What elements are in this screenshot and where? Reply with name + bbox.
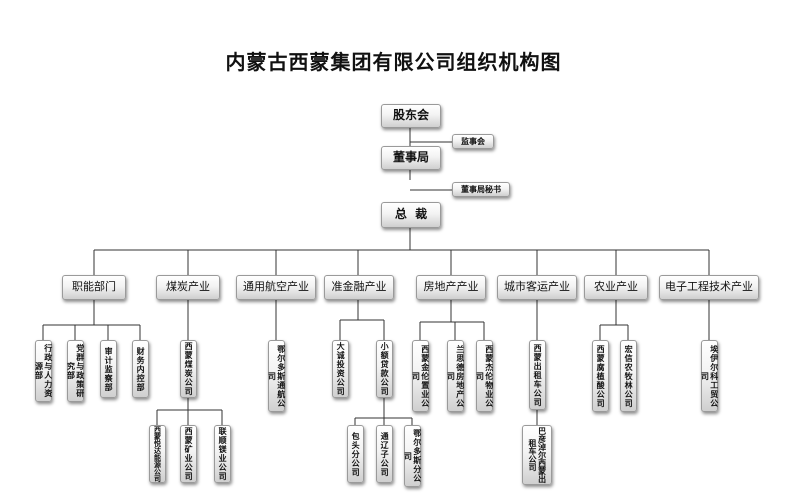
subunit-label: 巴彦淖尔西蒙出租车公司 <box>528 427 547 483</box>
board-secretary-label: 董事局秘书 <box>461 184 501 194</box>
unit-label: 埃伊尔科工贸公司 <box>700 344 719 408</box>
division-label: 通用航空产业 <box>243 280 309 294</box>
president-label: 总 裁 <box>394 207 428 222</box>
unit-label: 西蒙腐植酸公司 <box>596 344 606 408</box>
division-coal: 煤炭产业 <box>156 275 220 300</box>
division-functional: 职能部门 <box>62 275 126 300</box>
unit-label: 西蒙煤炭公司 <box>184 342 194 396</box>
division-label: 准金融产业 <box>331 280 387 294</box>
unit-label: 宏信农牧林公司 <box>624 344 634 408</box>
division-label: 职能部门 <box>72 280 116 294</box>
unit-box: 西蒙腐植酸公司 <box>592 340 609 412</box>
unit-label: 审计监察部 <box>104 346 114 392</box>
unit-box: 大诚投资公司 <box>332 340 349 398</box>
board-box: 董事局 <box>381 146 441 170</box>
subunit-box: 通辽子公司 <box>376 425 393 483</box>
unit-box: 西蒙杰伦物业公司 <box>475 340 494 412</box>
unit-box: 西蒙煤炭公司 <box>180 340 197 398</box>
supervisors-box: 监事会 <box>452 134 494 149</box>
unit-box: 鄂尔多斯通航公司 <box>267 340 286 412</box>
division-label: 煤炭产业 <box>166 280 210 294</box>
unit-label: 西蒙金伦置业公司 <box>411 344 430 408</box>
division-label: 城市客运产业 <box>504 280 570 294</box>
division-electronics: 电子工程技术产业 <box>659 275 759 300</box>
unit-label: 行政与人力资源部 <box>34 344 53 398</box>
division-transport: 城市客运产业 <box>497 275 577 300</box>
division-label: 电子工程技术产业 <box>665 280 753 294</box>
division-agriculture: 农业产业 <box>584 275 648 300</box>
subunit-box: 包头分公司 <box>347 425 364 483</box>
president-box: 总 裁 <box>381 202 441 228</box>
unit-box: 审计监察部 <box>100 340 117 398</box>
subunit-label: 西蒙矿业公司 <box>184 427 194 481</box>
unit-box: 西蒙金伦置业公司 <box>411 340 430 412</box>
board-secretary-box: 董事局秘书 <box>452 182 510 197</box>
shareholders-label: 股东会 <box>392 108 429 123</box>
supervisors-label: 监事会 <box>461 136 485 146</box>
board-label: 董事局 <box>392 150 429 165</box>
division-label: 农业产业 <box>594 280 638 294</box>
unit-label: 党群与政策研究部 <box>66 344 85 398</box>
subunit-label: 西蒙悦达能源公司 <box>153 426 162 482</box>
subunit-box: 联顺镁业公司 <box>214 425 231 483</box>
shareholders-box: 股东会 <box>381 104 441 128</box>
subunit-box: 鄂尔多斯分公司 <box>403 425 422 487</box>
unit-box: 埃伊尔科工贸公司 <box>700 340 719 412</box>
subunit-box: 巴彦淖尔西蒙出租车公司 <box>522 425 552 485</box>
unit-label: 大诚投资公司 <box>336 342 346 396</box>
subunit-label: 通辽子公司 <box>380 431 390 477</box>
unit-box: 行政与人力资源部 <box>34 340 53 402</box>
unit-label: 兰思德房地产公司 <box>446 344 465 408</box>
unit-box: 宏信农牧林公司 <box>620 340 637 412</box>
unit-box: 党群与政策研究部 <box>66 340 85 402</box>
unit-box: 财务内控部 <box>132 340 149 398</box>
unit-label: 西蒙杰伦物业公司 <box>475 344 494 408</box>
subunit-box: 西蒙矿业公司 <box>180 425 197 483</box>
unit-label: 鄂尔多斯通航公司 <box>267 344 286 408</box>
unit-box: 兰思德房地产公司 <box>446 340 465 412</box>
unit-label: 西蒙出租车公司 <box>533 343 543 407</box>
division-label: 房地产产业 <box>423 280 479 294</box>
subunit-label: 联顺镁业公司 <box>218 427 228 481</box>
division-aviation: 通用航空产业 <box>236 275 316 300</box>
unit-label: 小额贷款公司 <box>380 342 390 396</box>
unit-box: 西蒙出租车公司 <box>529 340 546 410</box>
unit-box: 小额贷款公司 <box>376 340 393 398</box>
subunit-label: 鄂尔多斯分公司 <box>403 429 422 483</box>
unit-label: 财务内控部 <box>136 346 146 392</box>
page-title: 内蒙古西蒙集团有限公司组织机构图 <box>225 50 562 74</box>
subunit-box: 西蒙悦达能源公司 <box>149 425 166 483</box>
division-realestate: 房地产产业 <box>416 275 486 300</box>
subunit-label: 包头分公司 <box>351 431 361 477</box>
division-finance: 准金融产业 <box>324 275 394 300</box>
